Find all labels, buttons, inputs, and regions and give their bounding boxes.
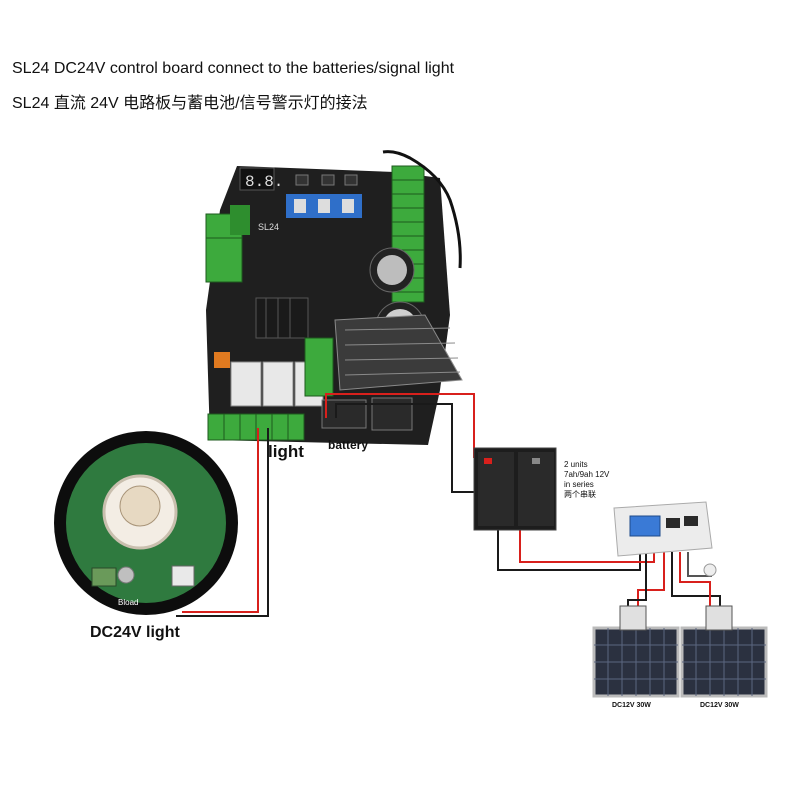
dc24v-light-label: DC24V light — [90, 624, 180, 641]
antenna-wire — [382, 150, 462, 269]
controller-lcd — [629, 515, 661, 537]
battery-note-line-2: 7ah/9ah 12V — [564, 470, 610, 479]
panel-wire-red-2 — [679, 552, 711, 608]
light-label: light — [268, 442, 304, 461]
battery-note: 2 units 7ah/9ah 12V in series 两个串联 — [564, 460, 644, 500]
diagram-title-chinese: SL24 直流 24V 电路板与蓄电池/信号警示灯的接法 — [12, 95, 368, 112]
solar-panel-left-label: DC12V 30W — [612, 702, 651, 709]
panel-wire-black-2 — [627, 552, 647, 608]
battery-wire-black — [335, 403, 482, 493]
usb-port-1 — [666, 518, 680, 528]
light-wire-black — [176, 428, 269, 617]
battery-note-line-3: in series — [564, 480, 594, 489]
battery-note-line-4: 两个串联 — [564, 490, 596, 499]
battery-pack — [473, 447, 557, 531]
light-terminal — [171, 565, 195, 587]
load-wire — [687, 552, 712, 577]
solar-panel-right — [680, 605, 768, 698]
board-button-1 — [295, 174, 309, 186]
load-bulb — [703, 563, 717, 577]
battery-wire-red — [325, 393, 475, 458]
heatsink-small — [255, 297, 309, 339]
battery-note-line-1: 2 units — [564, 460, 588, 469]
light-wire-red — [182, 428, 259, 613]
solar-panel-right-label: DC12V 30W — [700, 702, 739, 709]
solar-charge-controller — [613, 501, 717, 577]
signal-light: Bload — [54, 431, 238, 615]
light-pcb-text: Bload — [118, 598, 138, 607]
board-button-2 — [321, 174, 335, 186]
battery-label: battery — [328, 438, 369, 452]
power-terminal-bottom — [205, 237, 243, 283]
board-button-3 — [344, 174, 358, 186]
relay-2 — [262, 361, 294, 407]
solar-panel-left — [592, 605, 680, 698]
diagram-title-english: SL24 DC24V control board connect to the … — [12, 60, 455, 77]
solar-panels — [592, 605, 768, 698]
display-readout: 8.8. — [245, 173, 283, 191]
terminal-middle — [304, 337, 334, 397]
panel-wire-black-1 — [671, 552, 721, 608]
usb-port-2 — [684, 516, 698, 526]
fuse — [214, 352, 230, 368]
heatsink-large — [334, 314, 463, 391]
seven-segment-display — [239, 167, 275, 191]
relay-1 — [230, 361, 262, 407]
control-board: 8.8. SL24 — [205, 150, 463, 445]
light-connector-left — [91, 567, 117, 587]
board-model-label: SL24 — [258, 222, 279, 232]
